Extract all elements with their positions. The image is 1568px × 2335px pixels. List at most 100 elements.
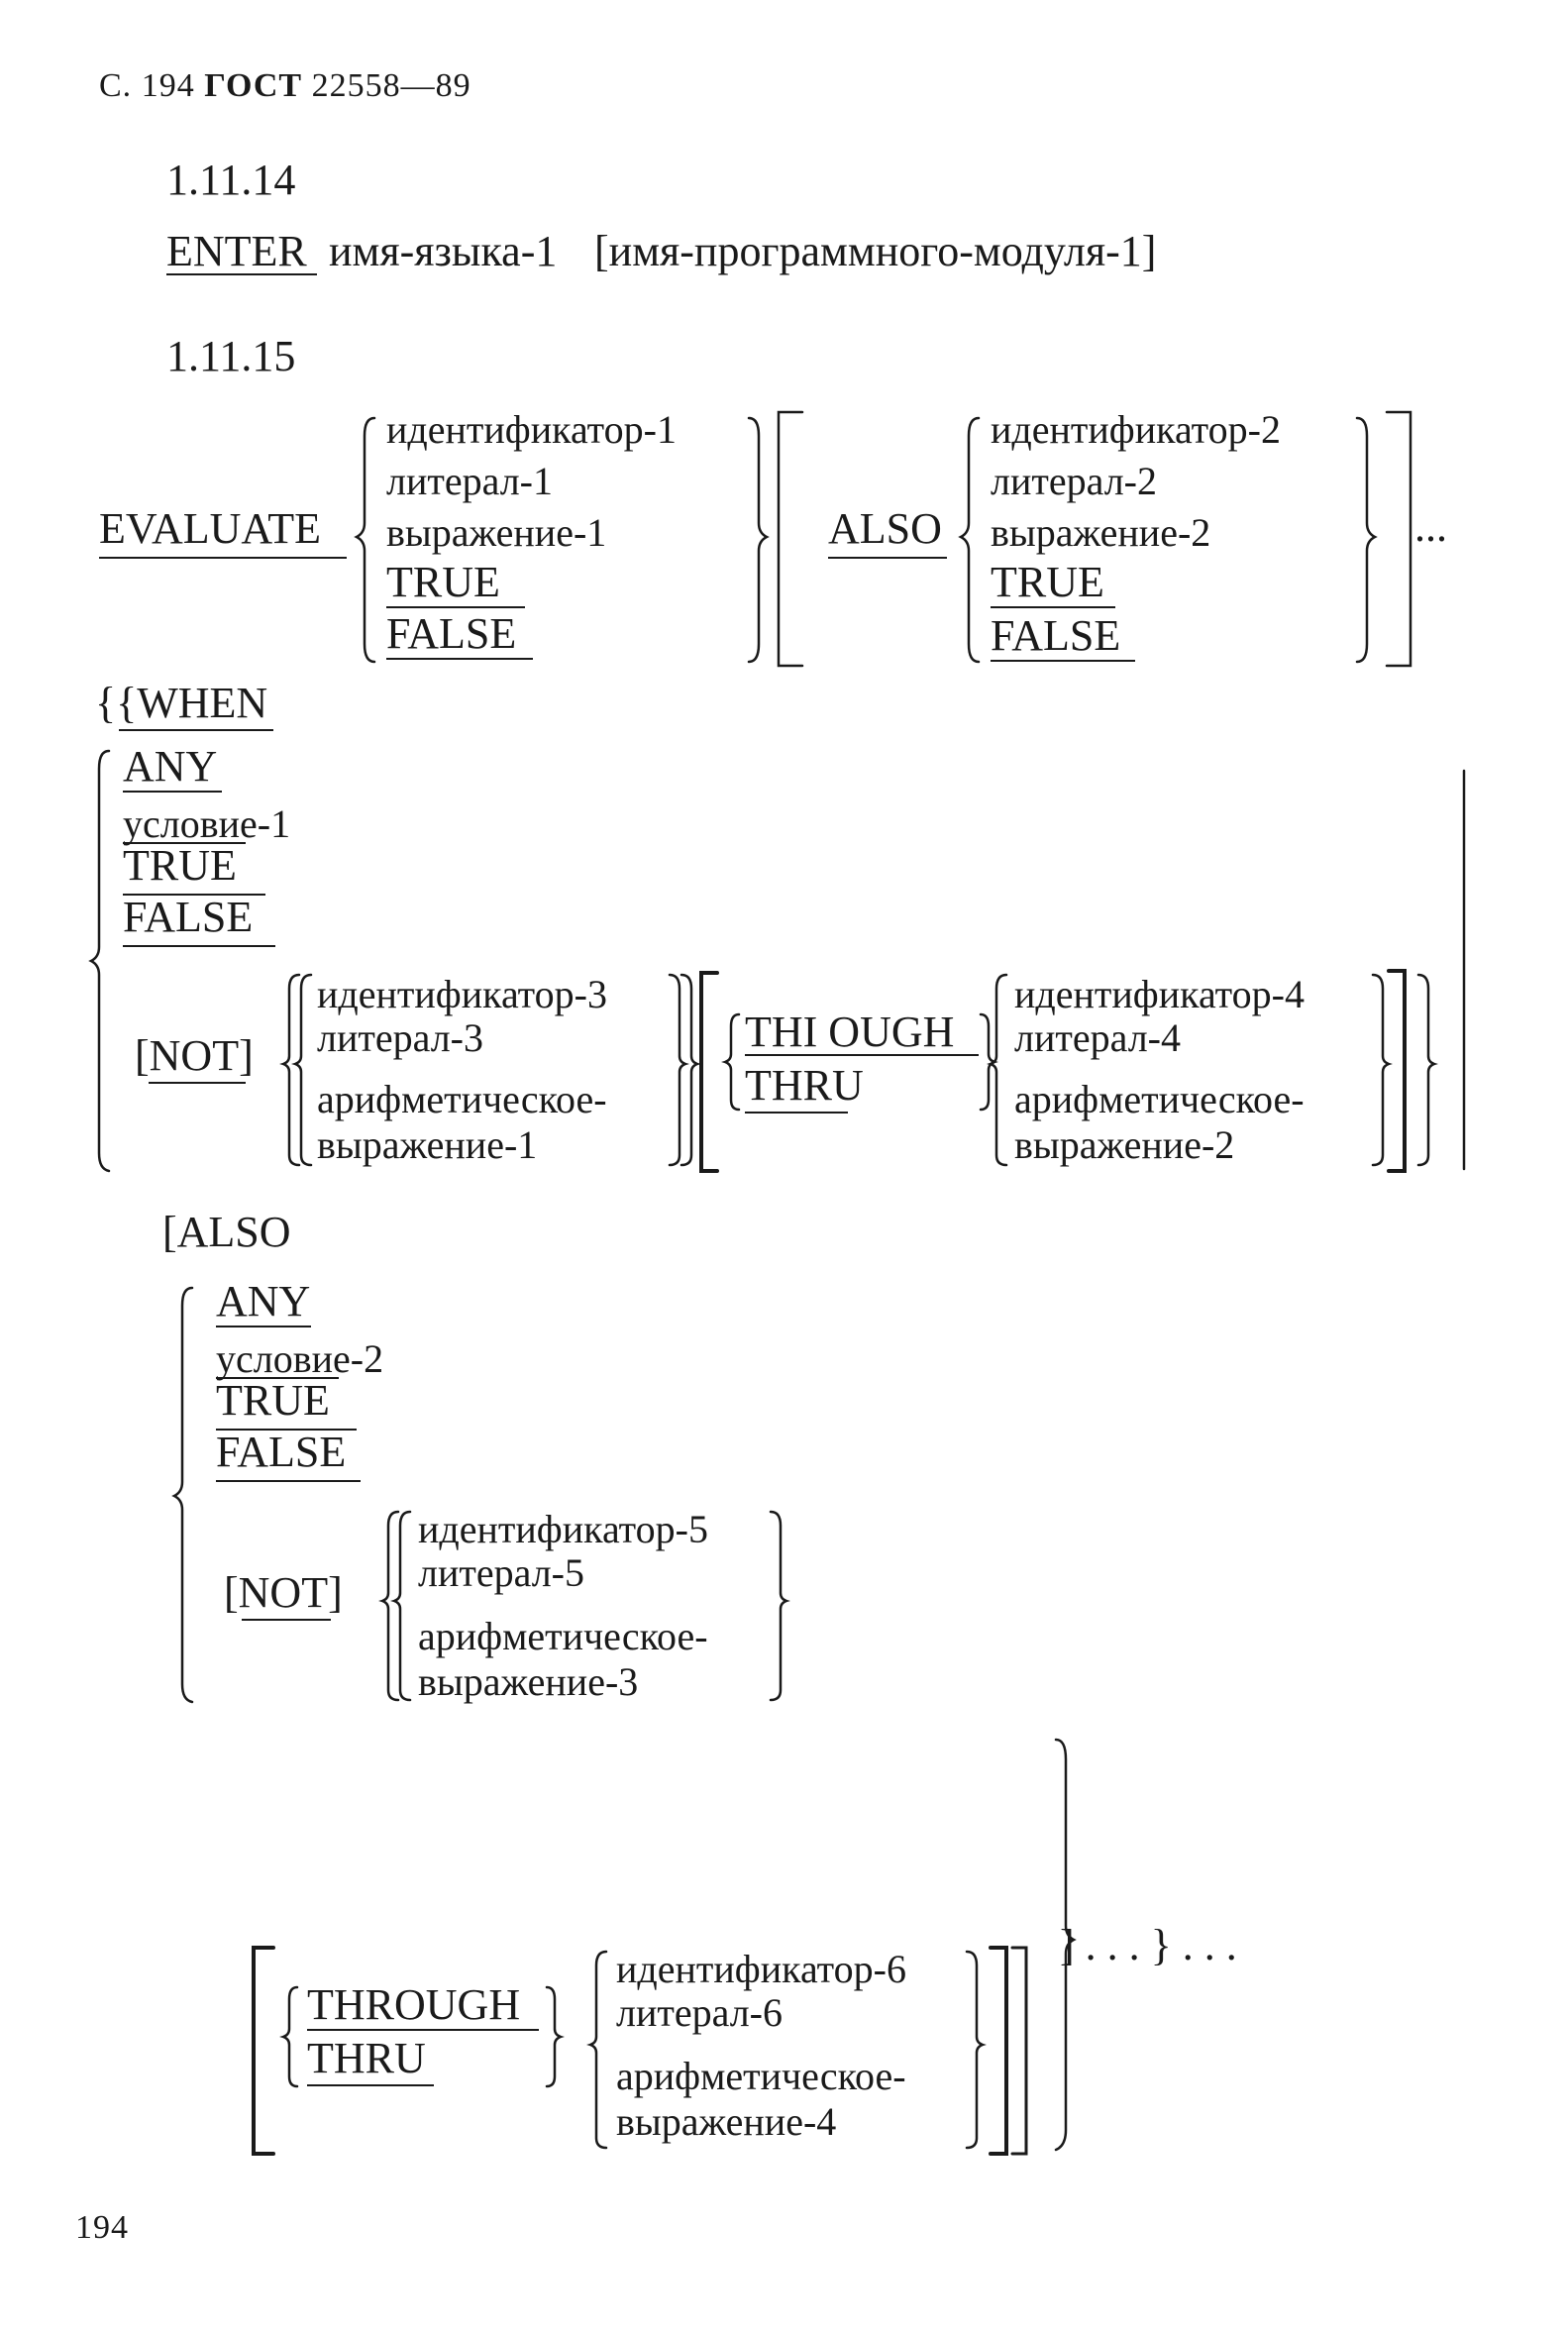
when-option: TRUE <box>123 841 237 890</box>
false-underline <box>216 1480 361 1482</box>
also2-value-2: выражение-4 <box>616 2099 837 2144</box>
also-keyword: ALSO <box>828 504 942 553</box>
when-value-2: идентификатор-4 <box>1014 972 1305 1016</box>
not2-keyword: [NOT] <box>224 1568 343 1617</box>
bracket-left <box>777 410 804 668</box>
also2-option: условие-2 <box>216 1336 384 1381</box>
brace-left <box>987 973 1008 1167</box>
brace-right <box>668 973 689 1167</box>
evaluate-underline <box>99 557 347 559</box>
bracket-left <box>699 971 719 1173</box>
also2-value: выражение-3 <box>418 1659 639 1704</box>
brace-left <box>354 416 376 664</box>
brace-right <box>1054 1738 1077 2152</box>
evaluate-option: идентификатор-1 <box>386 407 677 452</box>
when-option: ANY <box>123 742 218 791</box>
evaluate-option: TRUE <box>386 558 500 606</box>
evaluate-option: FALSE <box>386 609 517 658</box>
enter-underline <box>166 273 317 275</box>
brace-left <box>958 416 981 664</box>
brace-left <box>291 973 313 1167</box>
when-value-2: арифметическое- <box>1014 1077 1305 1121</box>
enter-module-name: [имя-программного-модуля-1] <box>594 227 1157 275</box>
bracket-right <box>989 1946 1008 2156</box>
thru-underline <box>745 1112 848 1114</box>
evaluate-option: выражение-1 <box>386 510 607 555</box>
also2-value-2: идентификатор-6 <box>616 1947 906 1991</box>
any-underline <box>123 791 222 793</box>
bracket-right <box>1385 410 1412 668</box>
also2-option: FALSE <box>216 1428 347 1476</box>
brace-left <box>279 973 301 1167</box>
also2-value-2: литерал-6 <box>616 1990 783 2035</box>
through2-keyword: THROUGH <box>307 1980 521 2029</box>
also-option: литерал-2 <box>991 459 1157 503</box>
closing-tail: ] . . . } . . . <box>1060 1921 1237 1969</box>
page-number: 194 <box>141 67 195 104</box>
also2-option: ANY <box>216 1277 311 1326</box>
when-value-2: выражение-2 <box>1014 1122 1235 1167</box>
through-keyword: THI OUGH <box>745 1008 955 1056</box>
also2-option: TRUE <box>216 1376 330 1425</box>
brace-left <box>88 749 111 1173</box>
brace-left <box>721 1012 741 1112</box>
also-option: TRUE <box>991 558 1104 606</box>
section-number-1-11-15: 1.11.15 <box>166 332 296 380</box>
when-keyword: {{WHEN <box>95 679 268 727</box>
evaluate-keyword: EVALUATE <box>99 504 322 553</box>
true-underline <box>386 606 525 608</box>
also-underline <box>828 557 947 559</box>
true-overline <box>216 1377 339 1379</box>
when-value: выражение-1 <box>317 1122 538 1167</box>
false-underline <box>123 945 275 947</box>
false-overline <box>123 894 265 896</box>
when-option: FALSE <box>123 893 254 941</box>
thru-keyword: THRU <box>745 1061 864 1110</box>
false-underline <box>386 658 533 660</box>
also2-value: идентификатор-5 <box>418 1507 708 1551</box>
also2-value: арифметическое- <box>418 1614 708 1658</box>
brace-left <box>378 1510 400 1702</box>
enter-keyword: ENTER <box>166 227 307 275</box>
ellipsis: ... <box>1414 502 1447 551</box>
when-value: арифметическое- <box>317 1077 607 1121</box>
through-underline <box>307 2029 539 2031</box>
brace-right <box>545 1985 565 2088</box>
brace-right <box>1355 416 1378 664</box>
page-prefix: С. <box>99 67 133 104</box>
page-header: С. 194 ГОСТ 22558—89 <box>99 69 471 103</box>
footer-page-number: 194 <box>75 2209 129 2246</box>
brace-left <box>586 1950 608 2150</box>
standard-name: ГОСТ <box>204 67 303 104</box>
brace-right <box>769 1510 790 1702</box>
not-keyword: [NOT] <box>135 1031 254 1080</box>
when-option: условие-1 <box>123 801 291 846</box>
true-overline <box>123 842 246 844</box>
evaluate-option: литерал-1 <box>386 459 553 503</box>
brace-right <box>679 973 701 1167</box>
brace-right <box>1416 973 1438 1167</box>
brace-left <box>279 1985 299 2088</box>
not-underline <box>149 1082 246 1084</box>
thru-underline <box>307 2084 434 2086</box>
through-underline <box>745 1054 979 1056</box>
when-value-2: литерал-4 <box>1014 1015 1181 1060</box>
also-option: идентификатор-2 <box>991 407 1281 452</box>
brace-right <box>965 1950 987 2150</box>
also-option: выражение-2 <box>991 510 1211 555</box>
section-number-1-11-14: 1.11.14 <box>166 156 296 204</box>
also2-value: литерал-5 <box>418 1550 584 1595</box>
false-underline <box>991 660 1135 662</box>
brace-right <box>747 416 770 664</box>
bracket-left <box>252 1946 275 2156</box>
false-overline <box>216 1429 357 1431</box>
bracket-right <box>1010 1946 1028 2156</box>
not-underline <box>242 1619 331 1621</box>
also2-value-2: арифметическое- <box>616 2054 906 2098</box>
when-value: литерал-3 <box>317 1015 483 1060</box>
true-underline <box>991 606 1115 608</box>
bracket-right <box>1387 969 1407 1173</box>
also2-keyword: [ALSO <box>162 1208 291 1256</box>
enter-language-name: имя-языка-1 <box>329 227 558 275</box>
